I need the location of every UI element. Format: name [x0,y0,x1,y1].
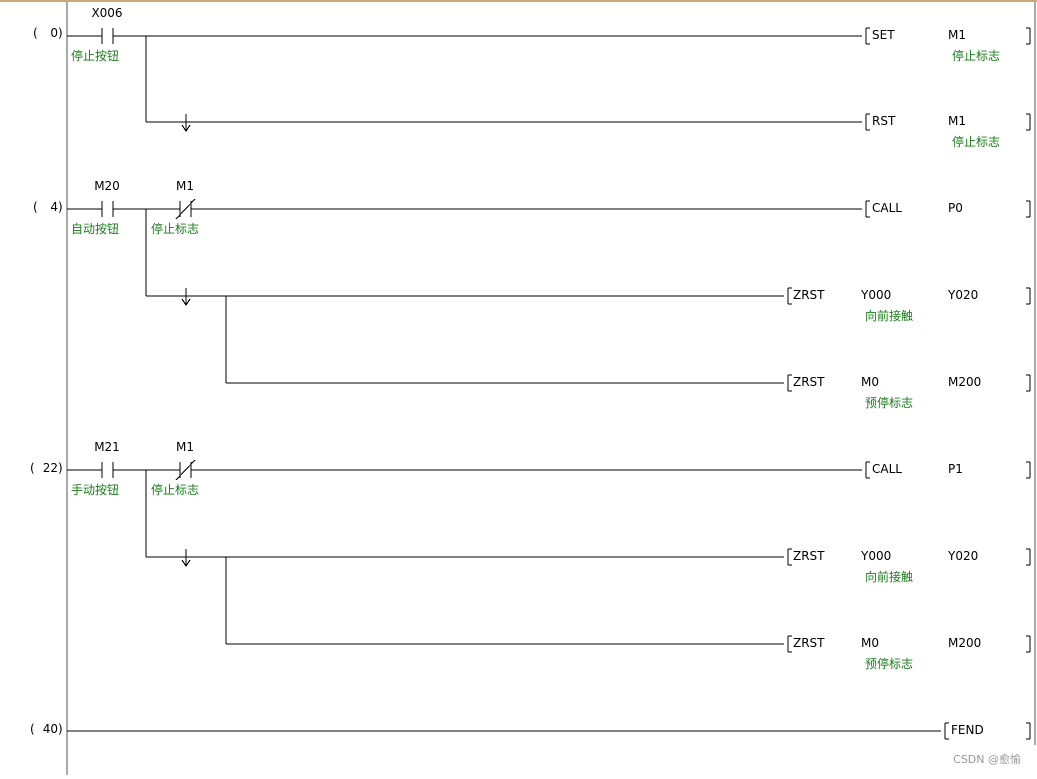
contact-comment: 停止按钮 [71,48,119,63]
contact-device-label: M21 [94,440,120,454]
step-paren-open: ( [33,26,38,40]
rung-0[interactable]: 0 ( ) X006 停止按钮 SET M1 停止标志 [33,6,1031,149]
contact-comment: 自动按钮 [71,221,119,236]
step-number: 4 [50,200,58,214]
operand-label: M1 [948,28,966,42]
output-set-m1[interactable]: SET M1 停止标志 [865,27,1031,63]
watermark: CSDN @愈愉 [953,752,1021,766]
operand-comment: 预停标志 [865,395,913,410]
operand-comment: 向前接触 [865,569,913,584]
instruction-label: CALL [872,201,902,215]
step-paren-close: ) [58,26,63,40]
operand-label: Y020 [947,288,978,302]
instruction-label: ZRST [793,636,825,650]
rung-22[interactable]: ( 22 ) M21 手动按钮 M1 停止标志 [30,440,1031,671]
output-fend[interactable]: FEND [944,722,1031,740]
operand-label: P0 [948,201,963,215]
contact-m1-nc[interactable]: M1 停止标志 [151,179,199,236]
output-call-p0[interactable]: CALL P0 [865,200,1031,218]
step-paren-close: ) [58,200,63,214]
operand-comment: 停止标志 [952,134,1000,149]
output-call-p1[interactable]: CALL P1 [865,461,1031,479]
output-zrst-m0-m200[interactable]: ZRST M0 M200 预停标志 [787,374,1031,410]
step-paren-open: ( [33,200,38,214]
step-number: 40 [43,722,58,736]
contact-comment: 停止标志 [151,482,199,497]
instruction-label: FEND [951,723,984,737]
operand-label: Y020 [947,549,978,563]
step-paren-open: ( [30,722,35,736]
operand-comment: 停止标志 [952,48,1000,63]
instruction-label: SET [872,28,895,42]
pulse-down-arrow-icon [181,288,191,306]
step-paren-close: ) [58,722,63,736]
instruction-label: RST [872,114,896,128]
output-zrst-y000-y020[interactable]: ZRST Y000 Y020 向前接触 [787,287,1031,323]
operand-label: M200 [948,375,981,389]
operand-label: Y000 [860,288,891,302]
output-rst-m1[interactable]: RST M1 停止标志 [865,113,1031,149]
operand-comment: 预停标志 [865,656,913,671]
pulse-down-arrow-icon [181,114,191,132]
operand-label: M1 [948,114,966,128]
step-number: 0 [50,26,58,40]
operand-label: M0 [861,375,879,389]
contact-comment: 停止标志 [151,221,199,236]
contact-device-label: X006 [91,6,122,20]
contact-m20[interactable]: M20 自动按钮 [71,179,120,236]
instruction-label: ZRST [793,375,825,389]
contact-x006[interactable]: X006 停止按钮 [71,6,123,63]
contact-comment: 手动按钮 [71,482,119,497]
operand-comment: 向前接触 [865,308,913,323]
operand-label: M200 [948,636,981,650]
instruction-label: ZRST [793,288,825,302]
output-zrst-m0-m200[interactable]: ZRST M0 M200 预停标志 [787,635,1031,671]
step-paren-open: ( [30,461,35,475]
contact-device-label: M1 [176,440,194,454]
instruction-label: ZRST [793,549,825,563]
contact-device-label: M20 [94,179,120,193]
step-number: 22 [43,461,58,475]
operand-label: M0 [861,636,879,650]
output-zrst-y000-y020[interactable]: ZRST Y000 Y020 向前接触 [787,548,1031,584]
operand-label: Y000 [860,549,891,563]
contact-device-label: M1 [176,179,194,193]
window-top-border [0,0,1037,2]
contact-m21[interactable]: M21 手动按钮 [71,440,120,497]
rung-40[interactable]: ( 40 ) FEND [30,722,1031,740]
contact-m1-nc[interactable]: M1 停止标志 [151,440,199,497]
rung-4[interactable]: ( 4 ) M20 自动按钮 M1 停止标志 [33,179,1031,410]
step-paren-close: ) [58,461,63,475]
operand-label: P1 [948,462,963,476]
instruction-label: CALL [872,462,902,476]
pulse-down-arrow-icon [181,549,191,567]
